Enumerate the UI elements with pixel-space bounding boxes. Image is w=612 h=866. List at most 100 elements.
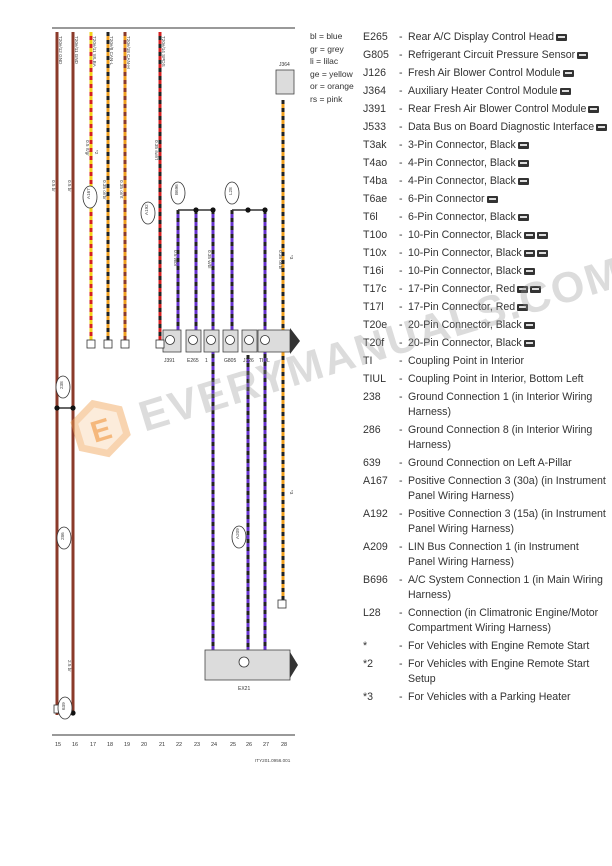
- legend-row: 639-Ground Connection on Left A-Pillar: [363, 456, 608, 471]
- connector-view-icon[interactable]: [559, 87, 571, 95]
- connector-view-icon[interactable]: [517, 177, 529, 185]
- connector-view-icon[interactable]: [523, 249, 535, 257]
- node-a192: [140, 201, 156, 225]
- module-j364-label: J364: [279, 62, 290, 68]
- legend-row: *3-For Vehicles with a Parking Heater: [363, 690, 608, 705]
- node-label: B696: [174, 184, 179, 195]
- connector-view-icon[interactable]: [517, 213, 529, 221]
- legend-row: T4ba-4-Pin Connector, Black: [363, 174, 608, 189]
- connector-view-icon[interactable]: [577, 51, 589, 59]
- connector-view-icon[interactable]: [517, 159, 529, 167]
- legend-description-text: A/C System Connection 1 (in Main Wiring …: [408, 574, 603, 601]
- connector-view-icon[interactable]: [536, 249, 548, 257]
- node-label: 286: [60, 532, 65, 540]
- continuation-arrow-icon: [290, 328, 300, 354]
- legend-description-text: For Vehicles with Engine Remote Start Se…: [408, 658, 590, 685]
- connector-view-icon[interactable]: [523, 231, 535, 239]
- connector-view-icon[interactable]: [530, 285, 542, 293]
- legend-description-text: Ground Connection 1 (in Interior Wiring …: [408, 391, 593, 418]
- wire-spec-label: 0.35 or/rt: [119, 180, 124, 199]
- legend-code: 286: [363, 424, 381, 436]
- connector-view-icon[interactable]: [523, 339, 535, 347]
- connector-view-icon[interactable]: [536, 231, 548, 239]
- legend-code: T4ao: [363, 157, 388, 169]
- color-key-item: rs = pink: [310, 93, 343, 104]
- legend-description: 20-Pin Connector, Black: [408, 318, 608, 333]
- connector-view-icon[interactable]: [517, 303, 529, 311]
- legend-row: T6l-6-Pin Connector, Black: [363, 210, 608, 225]
- connector-view-icon[interactable]: [556, 33, 568, 41]
- footnote-mark: *3: [289, 490, 294, 495]
- legend-description-text: 10-Pin Connector, Black: [408, 247, 522, 259]
- connector-view-icon[interactable]: [523, 321, 535, 329]
- legend-row: T16i-10-Pin Connector, Black: [363, 264, 608, 279]
- legend-row: J391-Rear Fresh Air Blower Control Modul…: [363, 102, 608, 117]
- legend-description: 10-Pin Connector, Black: [408, 246, 608, 261]
- legend-dash: -: [399, 541, 403, 553]
- legend-description-text: LIN Bus Connection 1 (in Instrument Pane…: [408, 541, 579, 568]
- top-connector-label: T20e/14 SPDS: [161, 36, 166, 67]
- legend-dash: -: [399, 424, 403, 436]
- legend-description: 4-Pin Connector, Black: [408, 156, 608, 171]
- column-number: 23: [194, 742, 200, 748]
- component-symbol-icon: [238, 656, 250, 668]
- legend-description: 20-Pin Connector, Black: [408, 336, 608, 351]
- color-key-item: bl = blue: [310, 31, 343, 41]
- component-label: TIUL: [259, 358, 270, 364]
- legend-dash: -: [399, 691, 403, 703]
- legend-dash: -: [399, 319, 403, 331]
- legend-dash: -: [399, 355, 403, 367]
- connector-view-icon[interactable]: [562, 69, 574, 77]
- legend-dash: -: [399, 508, 403, 520]
- module-j364-box[interactable]: [275, 69, 295, 95]
- legend-description: Positive Connection 3 (15a) (in Instrume…: [408, 507, 608, 537]
- junction-dot: [54, 405, 60, 411]
- legend-code: *: [363, 640, 368, 652]
- legend-description-text: Coupling Point in Interior: [408, 355, 525, 367]
- legend-code: *2: [363, 658, 374, 670]
- legend-description-text: Auxiliary Heater Control Module: [408, 85, 558, 97]
- legend-dash: -: [399, 265, 403, 277]
- legend-dash: -: [399, 574, 403, 586]
- junction-dot: [262, 207, 268, 213]
- legend-description: 4-Pin Connector, Black: [408, 174, 608, 189]
- legend-code: A192: [363, 508, 388, 520]
- legend-description-text: Coupling Point in Interior, Bottom Left: [408, 373, 584, 385]
- legend-description-text: 10-Pin Connector, Black: [408, 265, 522, 277]
- connector-view-icon[interactable]: [588, 105, 600, 113]
- column-number: 18: [107, 742, 113, 748]
- node-label: A192: [144, 204, 149, 215]
- connector-view-icon[interactable]: [486, 195, 498, 203]
- legend-row: G805-Refrigerant Circuit Pressure Sensor: [363, 48, 608, 63]
- legend-code: 639: [363, 457, 381, 469]
- legend-code: B696: [363, 574, 388, 586]
- connector-view-icon[interactable]: [596, 123, 608, 131]
- legend-row: J364-Auxiliary Heater Control Module: [363, 84, 608, 99]
- legend-dash: -: [399, 658, 403, 670]
- column-number: 25: [230, 742, 236, 748]
- color-key-name: yellow: [329, 68, 353, 79]
- legend-row: L28-Connection (in Climatronic Engine/Mo…: [363, 606, 608, 636]
- legend-dash: -: [399, 121, 403, 133]
- component-layer: [53, 69, 300, 720]
- terminal-box: [86, 339, 96, 349]
- top-connector-label: T20e/11 WLBA: [92, 36, 97, 68]
- column-number: 26: [246, 742, 252, 748]
- color-key-name: blue: [326, 31, 343, 41]
- legend-description: Refrigerant Circuit Pressure Sensor: [408, 48, 608, 63]
- legend-code: 238: [363, 391, 381, 403]
- connector-view-icon[interactable]: [517, 285, 529, 293]
- connector-view-icon[interactable]: [523, 267, 535, 275]
- column-number: 22: [176, 742, 182, 748]
- color-key-item: ge = yellow: [310, 68, 353, 79]
- legend-description-text: Data Bus on Board Diagnostic Interface: [408, 121, 595, 133]
- legend-code: T3ak: [363, 139, 387, 151]
- color-key-item: or = orange: [310, 81, 354, 91]
- node-label: A167: [86, 188, 91, 199]
- connector-view-icon[interactable]: [517, 141, 529, 149]
- legend-description: 17-Pin Connector, Red: [408, 282, 608, 297]
- column-number: 17: [90, 742, 96, 748]
- component-label: 1: [205, 358, 208, 364]
